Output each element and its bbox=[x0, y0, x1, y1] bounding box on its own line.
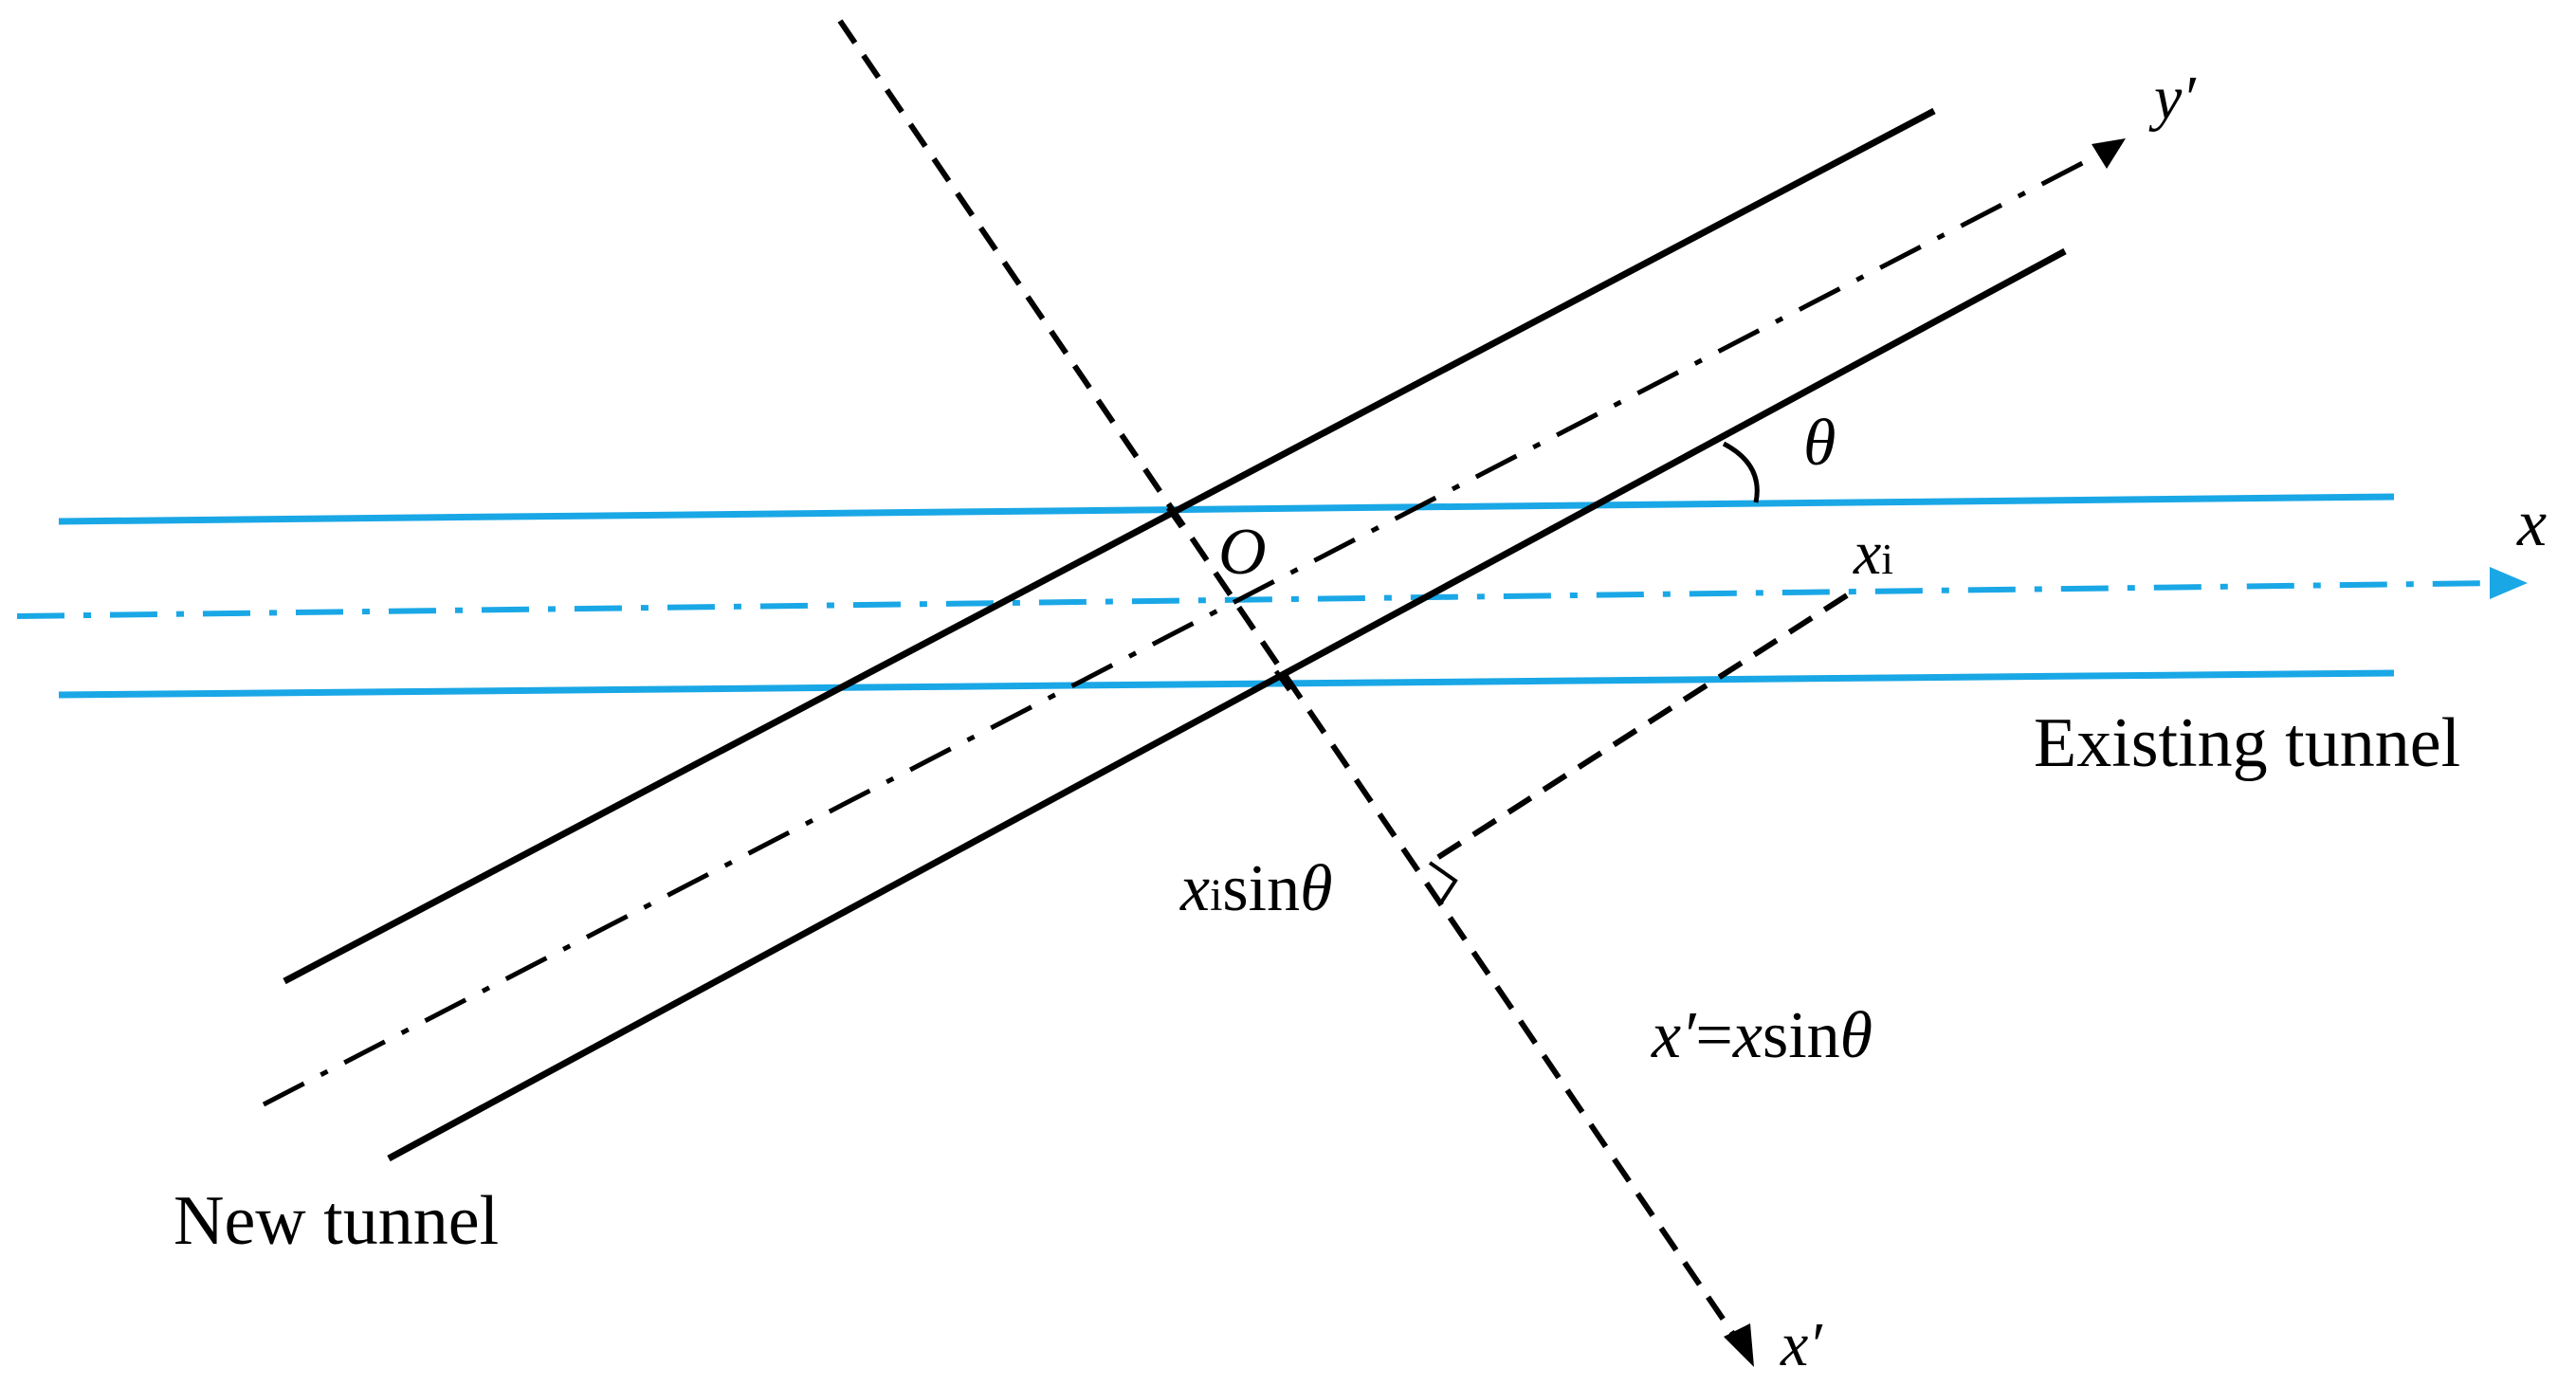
xi-projection-line bbox=[1428, 593, 1849, 866]
existing-tunnel-lower-wall bbox=[58, 669, 2395, 699]
new-tunnel-upper-wall bbox=[283, 107, 1936, 985]
x-axis-label: x bbox=[2516, 487, 2547, 560]
right-angle-marker bbox=[1428, 861, 1458, 904]
x-prime-axis-label: x′ bbox=[1780, 1310, 1823, 1379]
x-prime-arrowhead bbox=[1724, 1323, 1754, 1367]
x-prime-axis-line bbox=[837, 19, 1738, 1339]
lower-tick bbox=[1273, 669, 1292, 692]
x-prime-axis bbox=[837, 19, 1754, 1367]
x-axis-arrowhead bbox=[2490, 567, 2528, 599]
theta-label: θ bbox=[1803, 407, 1836, 480]
origin-tick bbox=[1165, 506, 1184, 529]
y-prime-axis-label: y′ bbox=[2148, 64, 2197, 133]
x-axis-centerline bbox=[16, 580, 2494, 619]
y-prime-arrowhead bbox=[2092, 138, 2126, 169]
origin-label: O bbox=[1218, 516, 1267, 589]
existing-tunnel bbox=[16, 493, 2528, 699]
theta-angle-arc bbox=[1722, 441, 1760, 503]
existing-tunnel-label: Existing tunnel bbox=[2034, 704, 2460, 782]
new-tunnel-lower-wall bbox=[387, 247, 2067, 1162]
xi-label: xi bbox=[1853, 519, 1893, 588]
existing-tunnel-upper-wall bbox=[58, 493, 2395, 525]
y-prime-axis-centerline bbox=[262, 154, 2097, 1107]
xi-sin-theta-label: xisinθ bbox=[1179, 852, 1333, 925]
new-tunnel bbox=[262, 107, 2126, 1162]
xi-projection bbox=[1428, 593, 1849, 904]
relation-label: x′=xsinθ bbox=[1651, 999, 1873, 1072]
new-tunnel-label: New tunnel bbox=[174, 1182, 499, 1260]
